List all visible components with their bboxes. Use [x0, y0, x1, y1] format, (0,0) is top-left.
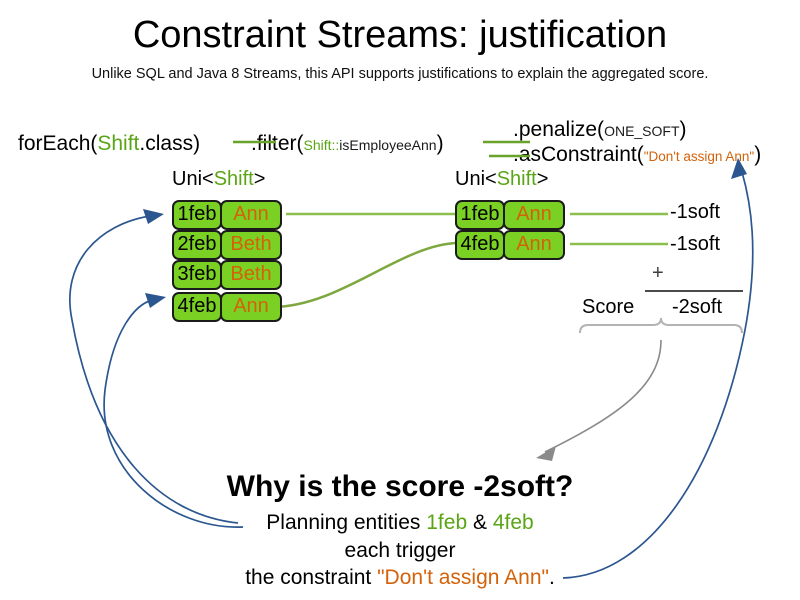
- table-row[interactable]: 4feb Ann: [455, 230, 565, 260]
- explanation-entity-1feb: 1feb: [426, 511, 468, 534]
- table-row[interactable]: 4feb Ann: [172, 292, 282, 322]
- code-penalize-arg: ONE_SOFT: [604, 123, 680, 139]
- table-row[interactable]: 1feb Ann: [172, 200, 282, 230]
- explanation-line1-amp: &: [467, 511, 493, 534]
- tuple-name: Ann: [503, 200, 565, 230]
- tuple-date: 1feb: [455, 200, 505, 230]
- tuple-date: 1feb: [172, 200, 222, 230]
- code-filter: .filter(Shift::isEmployeeAnn): [251, 132, 444, 156]
- code-foreach-call: forEach(: [18, 132, 98, 155]
- uni-label-right-type: Shift: [496, 168, 537, 190]
- explanation-line1-prefix: Planning entities: [266, 511, 427, 534]
- score-sum-rule: [645, 290, 743, 292]
- score-label: Score: [582, 296, 635, 318]
- tuple-date: 4feb: [172, 292, 222, 322]
- explanation-line3-suffix: .: [548, 566, 555, 589]
- penalty-value-1: -1soft: [670, 201, 721, 223]
- explanation-line-3: the constraint "Don't assign Ann".: [0, 566, 800, 590]
- tuple-name: Ann: [220, 292, 282, 322]
- explanation-line-1: Planning entities 1feb & 4feb: [0, 511, 800, 535]
- tuple-date: 4feb: [455, 230, 505, 260]
- code-filter-call: .filter(: [251, 132, 304, 155]
- code-foreach-tail: .class): [139, 132, 201, 155]
- code-asconstraint-arg: "Don't assign Ann": [643, 149, 755, 164]
- explanation-line-2: each trigger: [344, 539, 456, 562]
- penalty-value-2: -1soft: [670, 233, 721, 255]
- uni-label-left-prefix: Uni<: [172, 168, 214, 190]
- score-total: -2soft: [672, 296, 723, 318]
- page-subtitle: Unlike SQL and Java 8 Streams, this API …: [91, 66, 709, 82]
- score-explanation-arrowhead: [536, 446, 556, 461]
- code-asconstraint: .asConstraint("Don't assign Ann"): [513, 143, 761, 167]
- code-asconstraint-tail: ): [754, 143, 762, 166]
- table-row[interactable]: 3feb Beth: [172, 260, 282, 290]
- code-penalize: .penalize(ONE_SOFT): [513, 118, 687, 142]
- explanation-line3-prefix: the constraint: [245, 566, 378, 589]
- uni-label-left: Uni<Shift>: [172, 168, 265, 191]
- page-title: Constraint Streams: justification: [132, 14, 668, 56]
- table-row[interactable]: 2feb Beth: [172, 230, 282, 260]
- code-penalize-call: .penalize(: [513, 118, 605, 141]
- code-foreach: forEach(Shift.class): [18, 132, 200, 156]
- code-filter-ref-method: isEmployeeAnn: [339, 137, 437, 153]
- uni-label-left-type: Shift: [213, 168, 254, 190]
- score-brace: [579, 317, 743, 334]
- justify-arrow-1feb-head: [143, 209, 164, 224]
- score-operator: +: [652, 262, 664, 284]
- uni-label-left-suffix: >: [253, 168, 266, 190]
- code-asconstraint-call: .asConstraint(: [513, 143, 644, 166]
- tuple-name: Ann: [503, 230, 565, 260]
- score-explanation-arrow-line: [544, 339, 662, 453]
- tuple-date: 3feb: [172, 260, 222, 290]
- link-4feb: [271, 241, 458, 309]
- tuple-date: 2feb: [172, 230, 222, 260]
- tuple-name: Beth: [220, 260, 282, 290]
- table-row[interactable]: 1feb Ann: [455, 200, 565, 230]
- uni-label-right: Uni<Shift>: [455, 168, 548, 191]
- uni-label-right-suffix: >: [536, 168, 549, 190]
- explanation-constraint-name: "Don't assign Ann": [377, 566, 549, 589]
- tuple-name: Beth: [220, 230, 282, 260]
- explanation-entity-4feb: 4feb: [492, 511, 534, 534]
- tuple-name: Ann: [220, 200, 282, 230]
- code-penalize-tail: ): [679, 118, 687, 141]
- uni-label-right-prefix: Uni<: [455, 168, 497, 190]
- code-filter-tail: ): [436, 132, 444, 155]
- justify-arrow-4feb-head: [145, 293, 166, 308]
- explanation-headline: Why is the score -2soft?: [226, 470, 574, 503]
- code-foreach-type: Shift: [97, 132, 140, 155]
- code-filter-ref-type: Shift::: [303, 137, 340, 153]
